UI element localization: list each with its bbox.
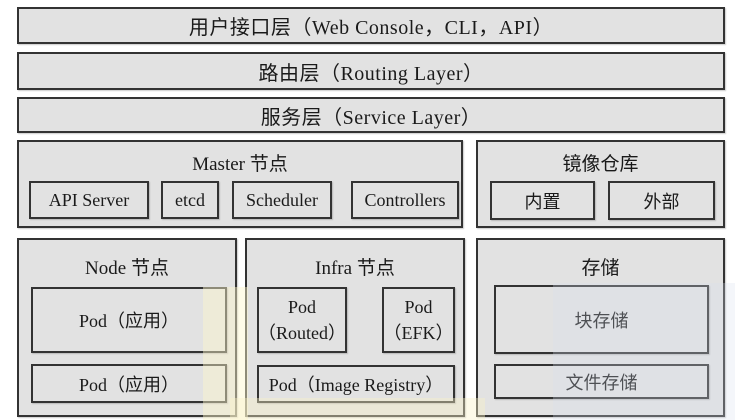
pod-efk-line2: （EFK）	[383, 323, 454, 343]
block-storage-box: 块存储	[494, 285, 709, 354]
layer-service: 服务层（Service Layer）	[17, 97, 725, 133]
image-registry-group: 镜像仓库 内置 外部	[476, 140, 725, 228]
pod-app-box: Pod（应用）	[31, 364, 227, 403]
pod-routed-line1: Pod	[287, 296, 316, 317]
master-node-title: Master 节点	[192, 154, 288, 175]
pod-efk-box: Pod （EFK）	[382, 287, 455, 353]
file-storage-box: 文件存储	[494, 364, 709, 399]
scheduler-box: Scheduler	[232, 181, 332, 219]
infra-title: Infra 节点	[315, 258, 395, 279]
etcd-box: etcd	[161, 181, 219, 219]
node-title: Node 节点	[85, 258, 169, 279]
storage-group: 存储 块存储 文件存储	[476, 238, 725, 417]
master-node-group: Master 节点 API Server etcd Scheduler Cont…	[17, 140, 463, 228]
pod-efk-line1: Pod	[404, 296, 433, 317]
infra-group: Infra 节点 Pod （Routed） Pod （EFK） Pod（Imag…	[245, 238, 465, 417]
image-registry-title: 镜像仓库	[562, 154, 639, 175]
storage-title: 存储	[581, 258, 620, 279]
controllers-box: Controllers	[351, 181, 459, 219]
external-registry-box: 外部	[608, 181, 715, 220]
pod-image-registry-box: Pod（Image Registry）	[257, 365, 455, 403]
builtin-registry-box: 内置	[490, 181, 595, 220]
api-server-box: API Server	[29, 181, 149, 219]
pod-app-box: Pod（应用）	[31, 287, 227, 353]
pod-routed-box: Pod （Routed）	[257, 287, 347, 353]
layer-routing: 路由层（Routing Layer）	[17, 52, 725, 90]
layer-user-interface: 用户接口层（Web Console，CLI，API）	[17, 7, 725, 44]
pod-routed-line2: （Routed）	[258, 323, 346, 343]
node-group: Node 节点 Pod（应用） Pod（应用）	[17, 238, 237, 417]
